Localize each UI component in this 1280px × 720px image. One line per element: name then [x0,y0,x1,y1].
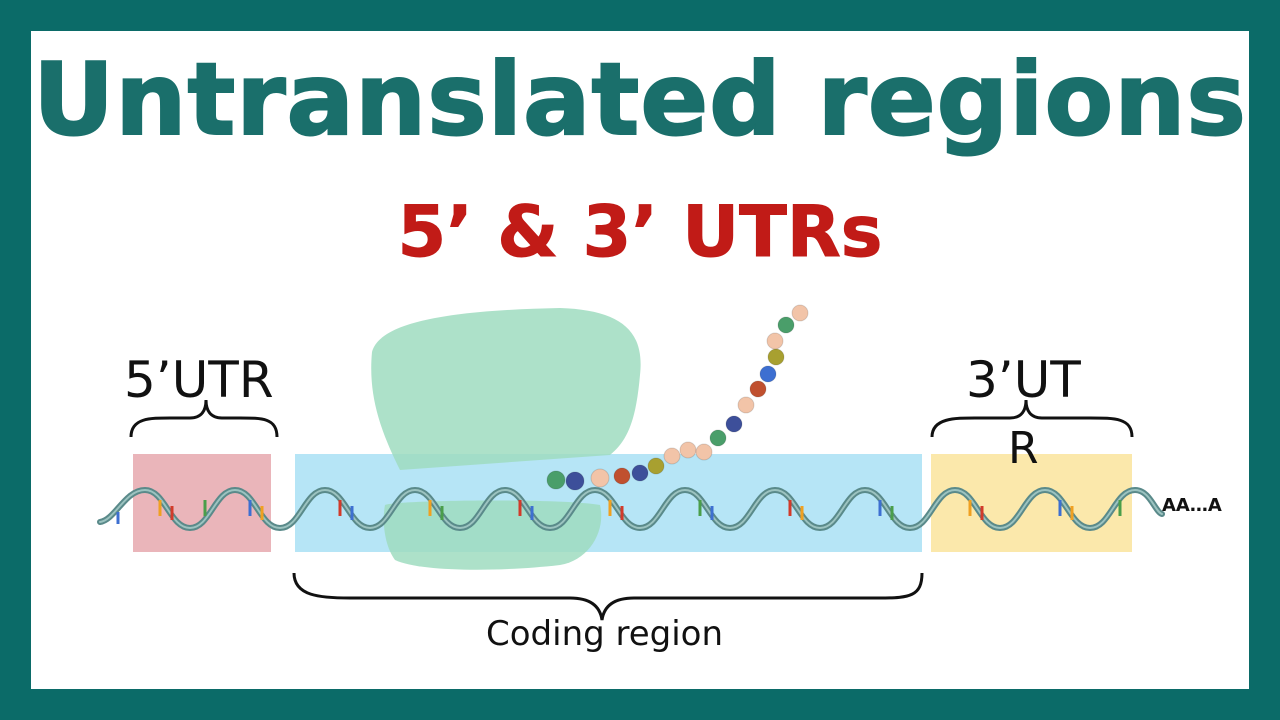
coding-region-brace [292,572,924,621]
page-title: Untranslated regions [32,40,1247,159]
ribosome-small-subunit [383,500,602,570]
poly-a-tail-label: AA…A [1162,495,1222,516]
mrna-strand [97,486,1165,532]
utr3-region-box [931,454,1132,552]
utr3-label-line2: R [1008,423,1039,474]
page-subtitle: 5’ & 3’ UTRs [397,191,883,274]
utr3-brace [930,399,1134,438]
ribosome-large-subunit [371,308,641,470]
coding-region-label: Coding region [486,614,724,654]
utr3-label-line1: 3’UT [966,351,1081,409]
nucleotide-bases [116,500,1122,524]
utr5-region-box [133,454,271,552]
utr5-label: 5’UTR [124,351,274,409]
polypeptide-chain [546,304,809,491]
utr5-brace [129,399,279,438]
